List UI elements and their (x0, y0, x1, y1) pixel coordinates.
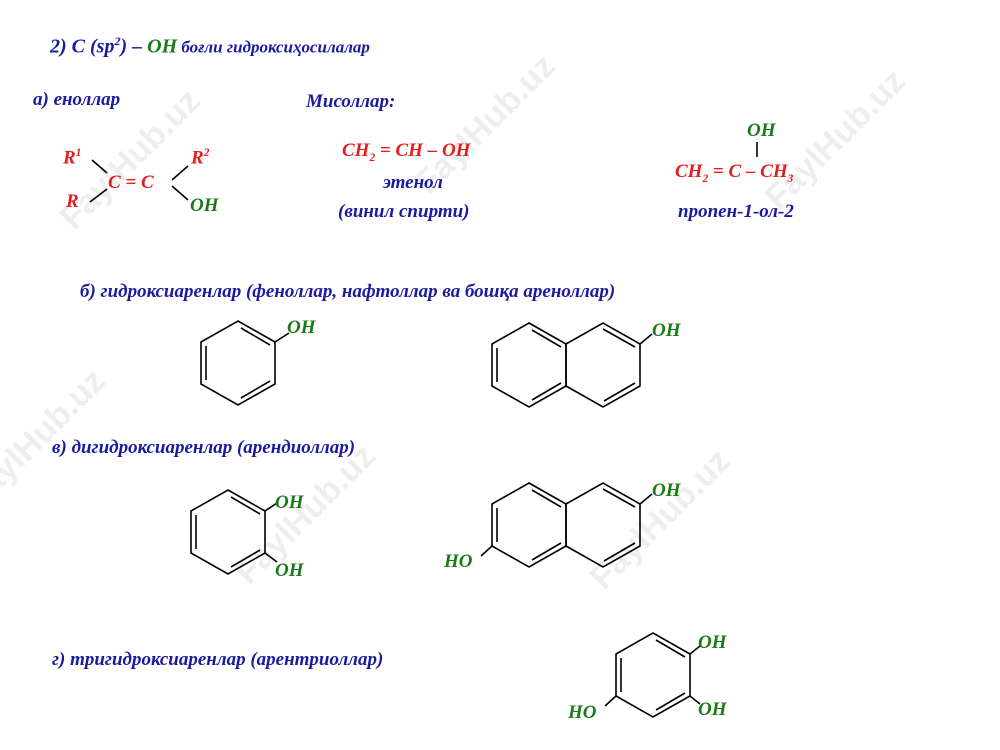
ethenol-name: этенол (383, 172, 443, 193)
benzenetriol-structure (604, 632, 701, 718)
section-b-label: б) гидроксиаренлар (феноллар, нафтоллар … (80, 281, 616, 302)
enol-oh: OH (190, 195, 219, 216)
phenol-oh-label: OH (287, 317, 316, 338)
section-c-label: в) дигидроксиаренлар (арендиоллар) (52, 437, 356, 458)
bond-line (89, 188, 108, 203)
naphthol-structure (491, 322, 653, 408)
bond-line (171, 165, 189, 181)
enol-r1: R1 (63, 147, 82, 169)
propenol-name: пропен-1-ол-2 (678, 201, 794, 222)
naphthalenediol-oh-label: OH (652, 480, 681, 501)
enol-r: R (66, 191, 79, 212)
triol-oh-label: OH (698, 699, 727, 720)
ethenol-common-name: (винил спирти) (338, 201, 470, 222)
page-title: 2) C (sp2) – OH боғли гидроксиҳосилалар (50, 34, 370, 58)
catechol-structure (190, 489, 278, 575)
triol-oh-label: OH (698, 632, 727, 653)
propenol-formula: CH2 = C – CH3 (675, 161, 794, 185)
naphthalenediol-ho-label: HO (444, 551, 473, 572)
ethenol-formula: CH2 = CH – OH (342, 140, 471, 164)
section-a-label: а) еноллар (33, 89, 121, 110)
naphthalenediol-structure (480, 482, 653, 568)
triol-ho-label: HO (568, 702, 597, 723)
catechol-oh-label: OH (275, 560, 304, 581)
examples-label: Мисоллар: (306, 91, 396, 112)
enol-r2: R2 (191, 147, 210, 169)
phenol-structure (200, 320, 290, 406)
naphthol-oh-label: OH (652, 320, 681, 341)
enol-double-bond: C = C (108, 172, 154, 193)
bond-line (91, 159, 108, 174)
section-d-label: г) тригидроксиаренлар (арентриоллар) (52, 649, 384, 670)
catechol-oh-label: OH (275, 492, 304, 513)
bond-line (171, 185, 189, 201)
propenol-oh: OH (747, 120, 776, 141)
